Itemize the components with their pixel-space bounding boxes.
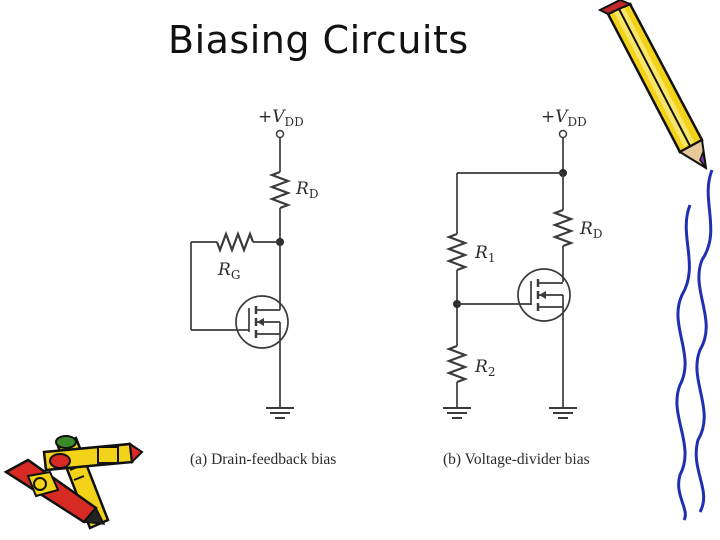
mosfet-b (517, 268, 571, 322)
r2-label-b: R2 (474, 357, 495, 379)
blue-border-decoration (675, 169, 714, 521)
pencil-icon (597, 0, 708, 170)
ground-a (266, 407, 294, 419)
slide-title: Biasing Circuits (168, 18, 469, 62)
r1-label-b: R1 (474, 243, 495, 265)
mosfet-a (235, 295, 289, 349)
caption-b: (b) Voltage-divider bias (443, 451, 590, 468)
vdd-label-a: +VDD (258, 107, 304, 129)
ground-b-right (549, 407, 577, 419)
r1-resistor-b (445, 232, 469, 272)
ground-b-left (443, 407, 471, 419)
vdd-terminal-b (558, 129, 568, 139)
rd-resistor-b (551, 208, 575, 248)
r2-resistor-b (445, 344, 469, 384)
caption-a: (a) Drain-feedback bias (190, 451, 336, 468)
circuit-a-drain-feedback: +VDD RD RG (190, 107, 336, 468)
vdd-terminal-a (275, 129, 285, 139)
rg-resistor-a (215, 230, 255, 254)
vdd-label-b: +VDD (541, 107, 587, 129)
circuit-b-voltage-divider: +VDD R1 R2 RD (443, 107, 602, 468)
rg-label-a: RG (217, 260, 240, 282)
rd-resistor-a (268, 170, 292, 210)
crayons-icon (3, 435, 144, 530)
rd-label-b: RD (579, 219, 602, 241)
rd-label-a: RD (295, 179, 318, 201)
